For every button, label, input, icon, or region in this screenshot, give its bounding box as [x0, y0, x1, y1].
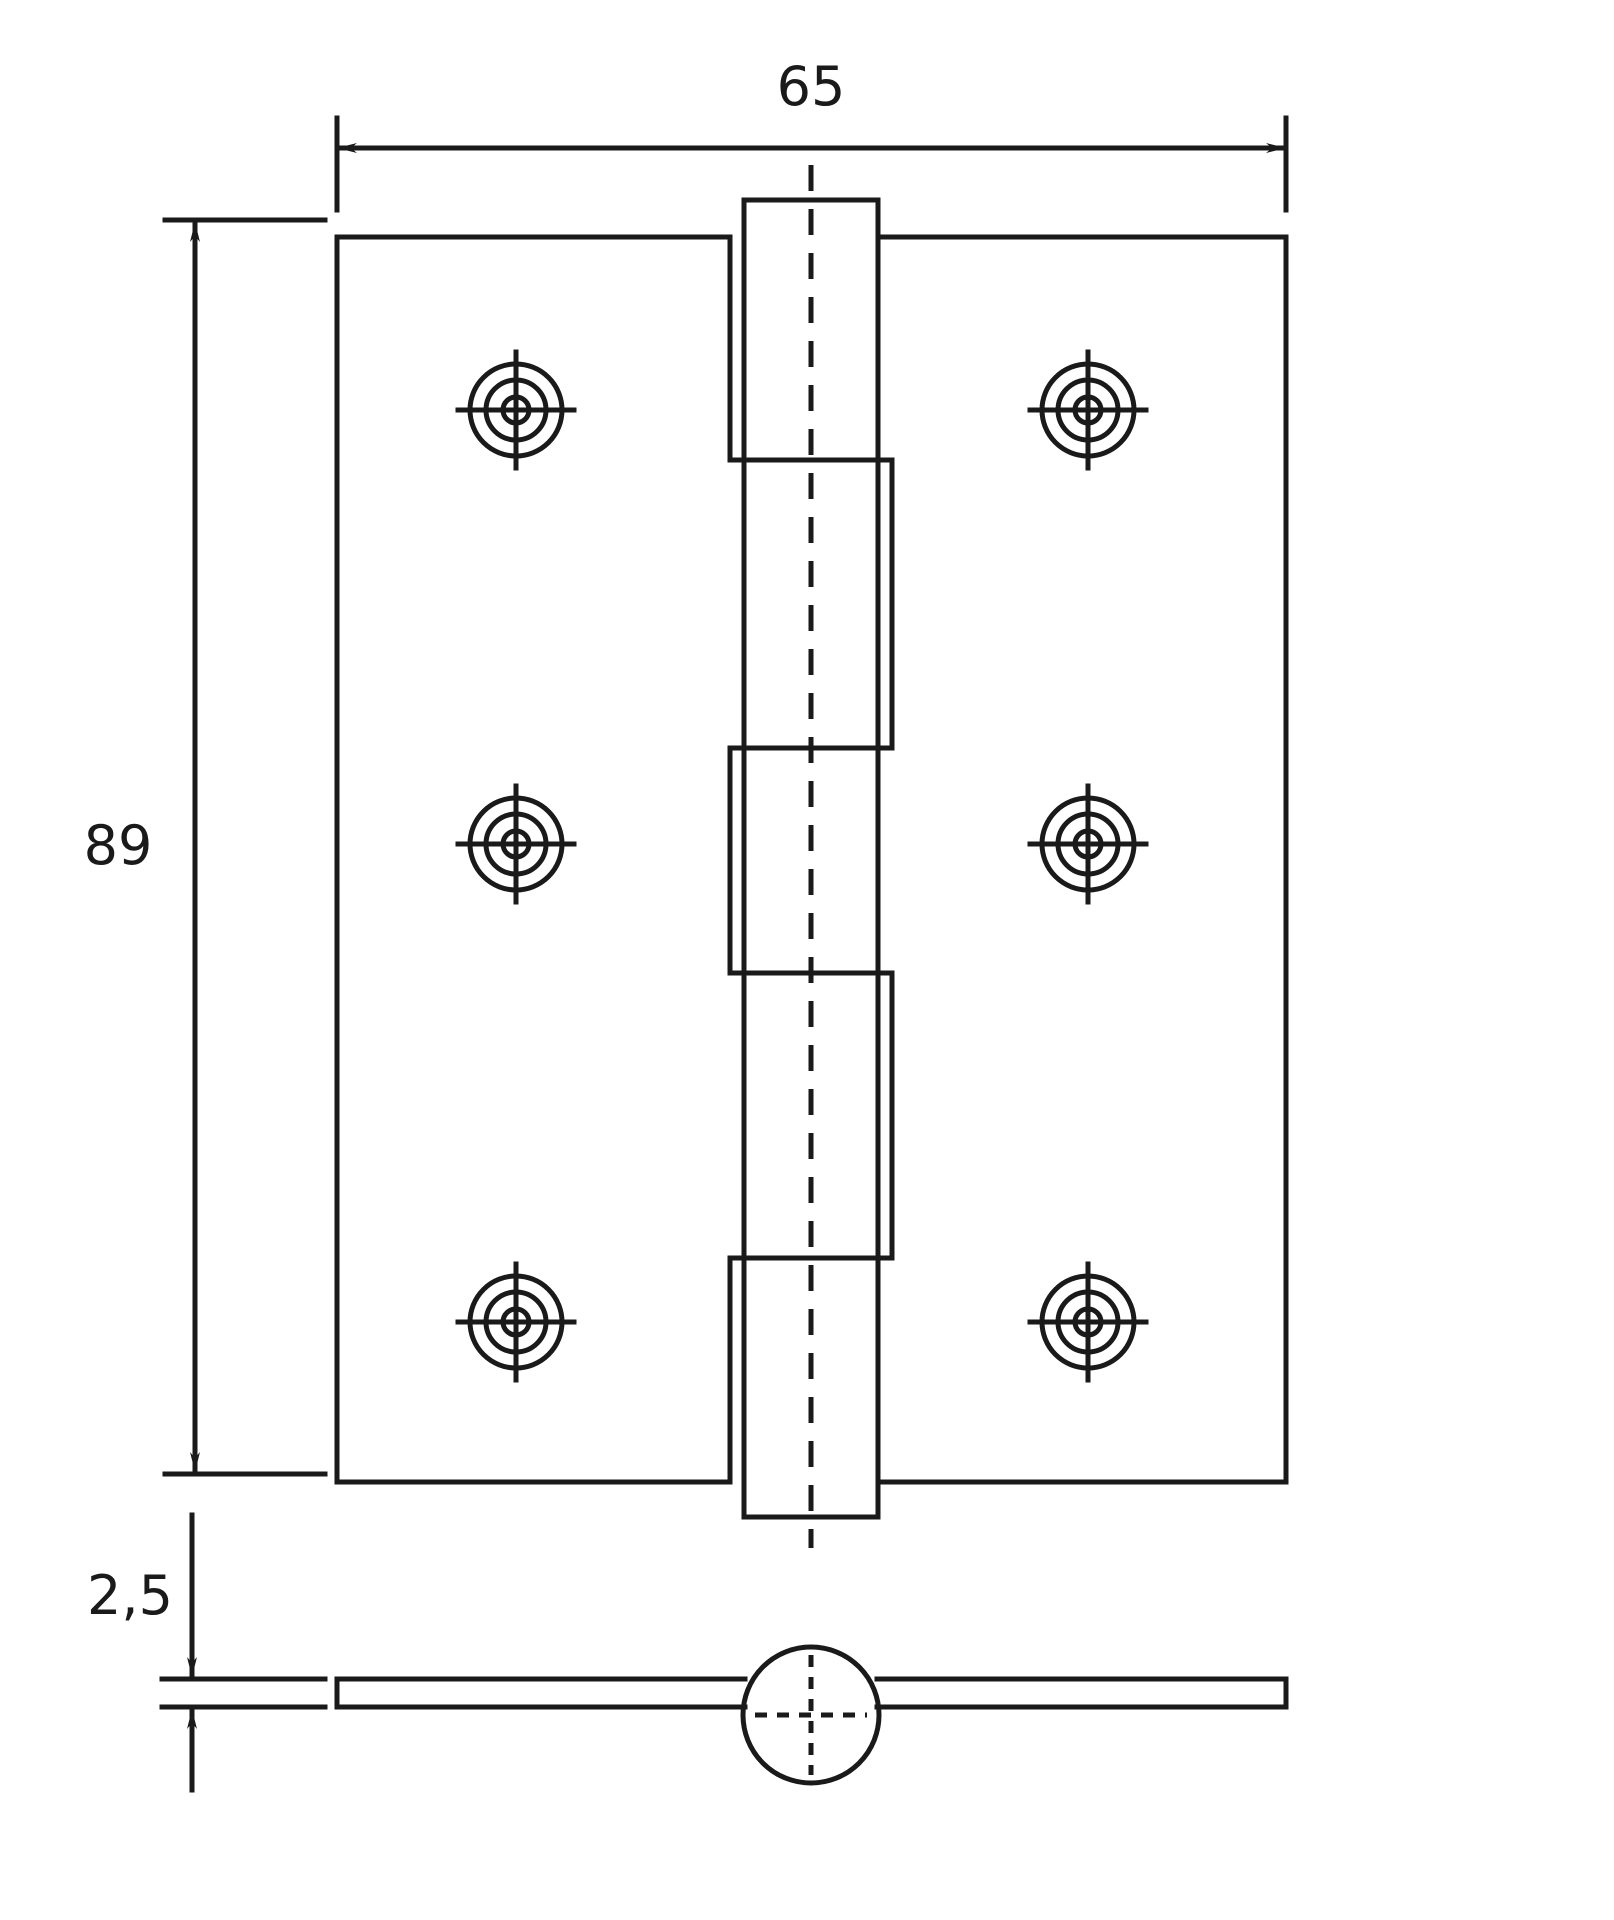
left-leaf-knuckle-edge-top — [727, 234, 747, 463]
screw-hole-left-top — [455, 349, 577, 471]
right-leaf — [875, 234, 1289, 1485]
height-dimension — [162, 217, 328, 1477]
width-dimension — [334, 115, 1289, 213]
thickness-dimension — [159, 1512, 328, 1793]
left-leaf — [334, 234, 747, 1485]
side-view-left-leaf — [334, 1676, 748, 1710]
screw-hole-right-bottom — [1027, 1261, 1149, 1383]
height-label: 89 — [84, 814, 153, 877]
screw-hole-right-middle — [1027, 783, 1149, 905]
right-knuckle-lower — [875, 970, 895, 1261]
thickness-label: 2,5 — [87, 1564, 173, 1627]
screw-hole-left-middle — [455, 783, 577, 905]
side-view-right-leaf — [874, 1676, 1289, 1710]
hinge-barrel — [741, 197, 881, 1520]
screw-hole-right-top — [1027, 349, 1149, 471]
side-view-barrel — [740, 1644, 882, 1786]
side-view — [334, 1644, 1289, 1786]
right-knuckle-upper — [875, 457, 895, 751]
screw-hole-left-bottom — [455, 1261, 577, 1383]
width-label: 65 — [777, 55, 846, 118]
left-knuckle-middle — [727, 745, 747, 976]
